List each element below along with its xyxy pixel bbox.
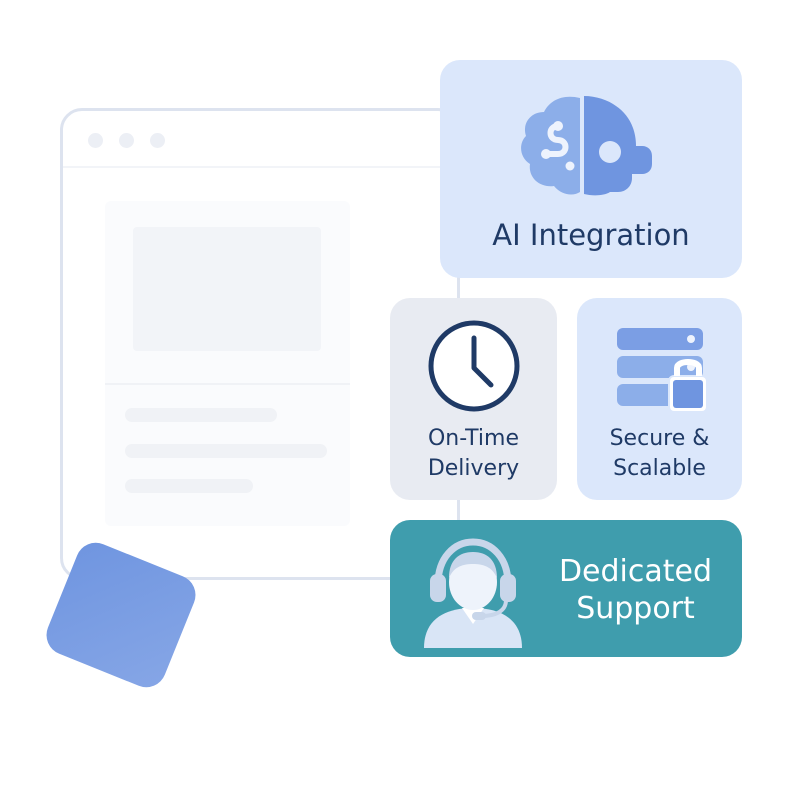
ai-brain-icon [521, 96, 652, 196]
text-placeholder-line [125, 479, 253, 493]
clock-icon [428, 320, 520, 412]
card-divider [105, 383, 350, 385]
text-placeholder-line [125, 444, 327, 458]
ai-integration-card: AI Integration [440, 60, 742, 278]
dedicated-support-card: Dedicated Support [390, 520, 742, 657]
window-dot [150, 133, 165, 148]
secure-scalable-card: Secure & Scalable [577, 298, 742, 500]
image-placeholder [133, 227, 321, 351]
window-dot [119, 133, 134, 148]
window-titlebar-divider [63, 166, 457, 168]
on-time-delivery-card: On-Time Delivery [390, 298, 557, 500]
headset-agent-icon [424, 538, 522, 648]
secure-scalable-label: Secure & Scalable [609, 426, 710, 481]
server-lock-icon [617, 328, 708, 413]
dedicated-support-label: Dedicated Support [558, 554, 713, 626]
window-dot [88, 133, 103, 148]
text-placeholder-line [125, 408, 277, 422]
content-placeholder-card [105, 201, 350, 526]
ai-integration-label: AI Integration [492, 218, 690, 252]
on-time-delivery-label: On-Time Delivery [427, 426, 520, 481]
